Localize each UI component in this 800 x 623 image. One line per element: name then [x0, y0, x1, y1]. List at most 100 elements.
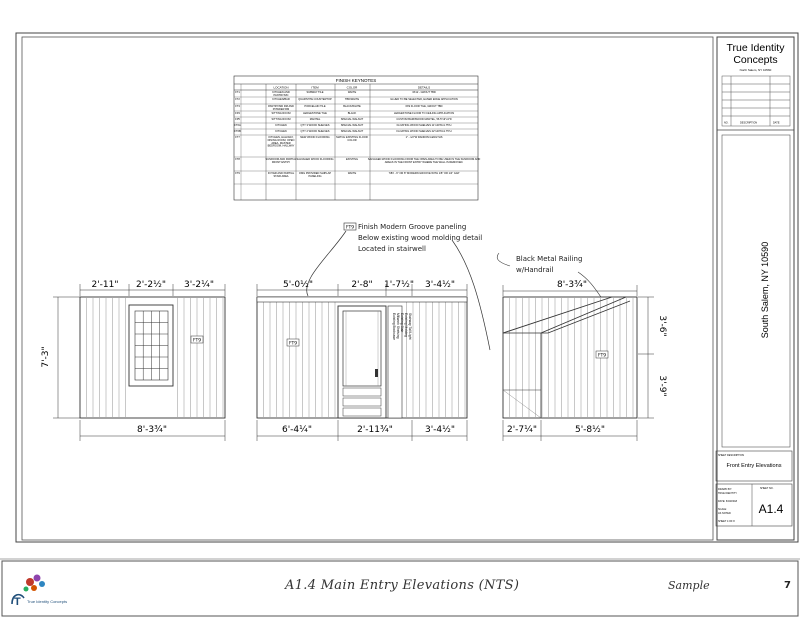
keynotes-header-color: COLOR: [347, 86, 359, 90]
keynote-cell: FP4: [235, 111, 240, 115]
drawing-border: [21, 36, 714, 541]
keynote-cell: FLOATING WOOD SHELVES 22"x40"Dx1.75"H: [397, 129, 452, 133]
keynotes-table: FINISH KEYNOTES LOCATION ITEM COLOR DETA…: [233, 75, 481, 201]
page-title: A1.4 Main Entry Elevations (NTS): [285, 578, 520, 593]
keynote-cell: EXISTING: [346, 157, 358, 161]
railing-line-1: [502, 296, 613, 334]
drawn-by-label: DRAWN BY:: [718, 488, 732, 491]
svg-text:T: T: [14, 596, 21, 608]
elevation-c-bottom-dimension: [502, 420, 638, 441]
sheet-count: SHEET 4 OF 8: [718, 520, 735, 523]
keynote-cell: WHITE: [348, 90, 357, 94]
keynote-cell: SITTING ROOM: [271, 117, 290, 121]
keynote-cell: BLACK: [348, 111, 357, 115]
sheet-number: A1.4: [759, 502, 784, 516]
keynote-cell: LEDGESTONE TILE: [303, 111, 327, 115]
keynotes-header-location: LOCATION: [273, 86, 288, 90]
drawn-by-value: TRUE IDENTITY: [718, 492, 737, 495]
company-logo: T True Identity Concepts: [11, 574, 67, 608]
door-glass: [342, 310, 382, 387]
elevation-b-dim-top-1: 5'-0½": [283, 280, 313, 290]
elevation-b-top-dimension: [256, 284, 468, 296]
keynote-cell: LEDGESTONE FLOOR TO CEILING APPLICATION: [394, 111, 454, 115]
paneling-note-line2: Below existing wood molding detail: [358, 234, 482, 242]
elevation-b-dim-bottom-1: 6'-4¼": [282, 425, 312, 435]
elevation-b-tag: FT9: [289, 341, 297, 347]
railing-line-2: [540, 296, 627, 334]
scale-value: AS NOTED: [718, 512, 731, 515]
keynote-cell: 1" - 1/2"W RANDOM LENGTHS: [406, 135, 443, 139]
elevation-c-dim-bottom-2: 5'-8½": [575, 425, 605, 435]
keynote-cell: FT3: [235, 104, 240, 108]
keynote-cell: FT6A: [234, 123, 241, 127]
keynote-cell: SALVAGED WOOD FLOORING FROM THE OPEN ARE…: [368, 157, 481, 164]
keynote-cell: SALVAGED WOOD FLOORING: [297, 157, 334, 161]
keynote-cell: BLACK/WHITE: [343, 104, 361, 108]
keynote-cell: 3X12 - GROUT TBD: [412, 90, 436, 94]
company-name-line1: True Identity: [727, 42, 786, 54]
keynote-cell: FLOATING WOOD SHELVES 11"x40"Dx1.75"H: [397, 123, 452, 127]
sheet-description: Front Entry Elevations: [726, 463, 781, 469]
elevation-a-dim-top-2: 2'-2½": [136, 280, 166, 290]
company-name-line2: Concepts: [733, 54, 777, 66]
elevation-b-bottom-dimension: [256, 420, 468, 441]
keynote-cell: SITTING ROOM: [271, 111, 290, 115]
elevation-a: FT9 2'-11" 2'-2½" 3'-2¼" 7'-3" 8'-3¾": [41, 280, 226, 441]
elevation-b-dim-bottom-2: 2'-11¾": [357, 425, 393, 435]
elevation-c-dim-bottom-1: 2'-7¼": [507, 425, 537, 435]
elevation-b-dim-top-3: 1'-7½": [384, 280, 414, 290]
paneling-note-tag: FT9: [346, 225, 354, 231]
keynote-cell: FT2: [235, 97, 240, 101]
project-location: South Salem, NY 10590: [760, 242, 770, 338]
company-address: North Salem, NY 10560: [740, 68, 772, 72]
elevation-c-top-dimension: [502, 285, 638, 296]
paneling-leader: [306, 230, 347, 297]
door-sign-line1: Existing Bookcase: [392, 313, 396, 340]
keynote-cell: FT7: [235, 135, 240, 139]
keynote-cell: FT9: [235, 171, 240, 175]
elevation-a-dim-bottom: 8'-3¾": [137, 425, 167, 435]
paneling-note-line3: Located in stairwell: [358, 245, 426, 253]
paneling-leader-2: [451, 239, 491, 351]
keynote-cell: FP5: [235, 117, 240, 121]
railing-line-3: [547, 300, 631, 334]
railing-note-line1: Black Metal Railing: [516, 255, 582, 263]
keynote-cell: KITCHEN: [275, 123, 287, 127]
door-sign-line4: Existing Molding: [404, 313, 408, 337]
keynote-cell: QUARTZITE COUNTERTOP: [298, 97, 332, 101]
elevation-c-dim-right-2: 3'-9": [657, 375, 667, 396]
keynote-cell: TBD/WHITE: [345, 97, 360, 101]
sample-label: Sample: [668, 579, 710, 592]
keynote-cell: 7/8X - 6" OR 8" MODERN GROOVE WITH 1/8" …: [389, 171, 460, 175]
keynotes-title: FINISH KEYNOTES: [336, 78, 377, 83]
keynote-cell: KITCHEN/BAR: [272, 97, 290, 101]
elevation-b: Existing Bookcase Millwork Shelving Exis…: [256, 280, 468, 441]
scale-label: SCALE:: [718, 508, 727, 511]
elevation-a-top-dimension: [79, 284, 226, 296]
keynote-cell: FT1: [235, 90, 240, 94]
elevation-a-bottom-dimension: [79, 420, 226, 441]
railing-note-line2: w/Handrail: [516, 266, 554, 274]
keynote-cell: SPECIAL WALNUT: [341, 117, 364, 121]
keynote-cell: FT8: [235, 157, 240, 161]
keynotes-header-details: DETAILS: [418, 86, 430, 90]
footer-frame: [1, 560, 799, 617]
door-sign-line5: Stairway Tall Light: [408, 313, 412, 340]
keynote-cell: FT6B: [234, 129, 241, 133]
elevation-a-dim-height: 7'-3": [41, 346, 51, 367]
keynote-cell: QTY 3 WOOD SHELVES: [300, 123, 329, 127]
elevation-c: FT9 8'-3¾" 3'-6" 3'-9" 2'-7¼" 5'-8½": [502, 280, 667, 441]
keynote-cell: PORCELAIN TILE: [304, 104, 325, 108]
rev-header-date: DATE: [773, 122, 780, 125]
keynote-cell: SPECIAL WALNUT: [341, 123, 364, 127]
elevation-c-right-dimension: [638, 296, 654, 419]
elevation-c-dim-top: 8'-3¾": [557, 280, 587, 290]
